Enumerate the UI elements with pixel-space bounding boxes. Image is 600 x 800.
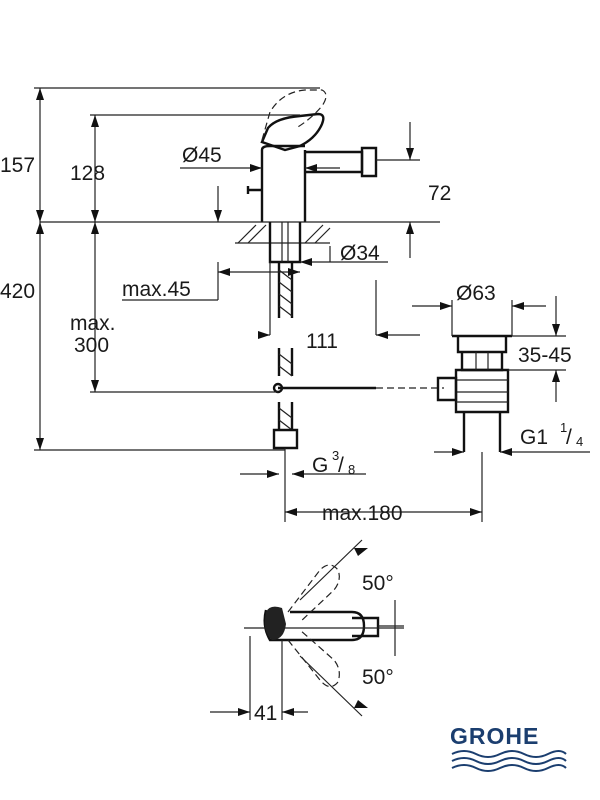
- logo-wave-icon: [451, 750, 567, 758]
- dim-diameter-45: Ø45: [182, 144, 222, 167]
- dim-g-1-1-4-base: G1: [520, 426, 548, 449]
- mixer-top-view: [210, 539, 404, 720]
- grohe-logo: GROHE: [450, 723, 567, 772]
- dim-35-45: 35-45: [518, 344, 572, 367]
- dim-g-1-1-4-denominator: 4: [576, 434, 583, 449]
- dim-max-300-line2: 300: [74, 334, 109, 357]
- dim-41: 41: [254, 702, 277, 725]
- dim-72: 72: [428, 182, 451, 205]
- dim-111: 111: [306, 330, 338, 353]
- fraction-slash: /: [338, 454, 344, 477]
- dim-157: 157: [0, 154, 35, 177]
- dim-max-300-line1: max.: [70, 312, 116, 335]
- dimension-labels: 157 128 Ø45 72 Ø34 420 max.45 max. 300 1…: [0, 144, 583, 725]
- dim-g-3-8-base: G: [312, 454, 328, 477]
- dim-max-180: max.180: [322, 502, 403, 525]
- waste-assembly: [436, 334, 512, 452]
- logo-wave-icon: [451, 764, 567, 772]
- dim-g-1-1-4-numerator: 1: [560, 420, 567, 435]
- dimension-lines: [34, 87, 590, 522]
- dim-g-1-1-4: G1 1 / 4: [520, 420, 583, 449]
- dim-g-3-8-denominator: 8: [348, 462, 355, 477]
- dim-128: 128: [70, 162, 105, 185]
- dim-g-3-8-numerator: 3: [332, 448, 339, 463]
- dim-diameter-34: Ø34: [340, 242, 380, 265]
- angle-top: 50°: [362, 572, 394, 595]
- fraction-slash: /: [566, 426, 572, 449]
- mixer-side-view: [40, 89, 444, 450]
- dim-max-45: max.45: [122, 278, 191, 301]
- logo-wave-icon: [451, 757, 567, 765]
- angle-bottom: 50°: [362, 666, 394, 689]
- logo-wordmark: GROHE: [450, 723, 539, 749]
- dim-diameter-63: Ø63: [456, 282, 496, 305]
- dim-g-3-8: G 3 / 8: [312, 448, 355, 477]
- dim-420: 420: [0, 280, 35, 303]
